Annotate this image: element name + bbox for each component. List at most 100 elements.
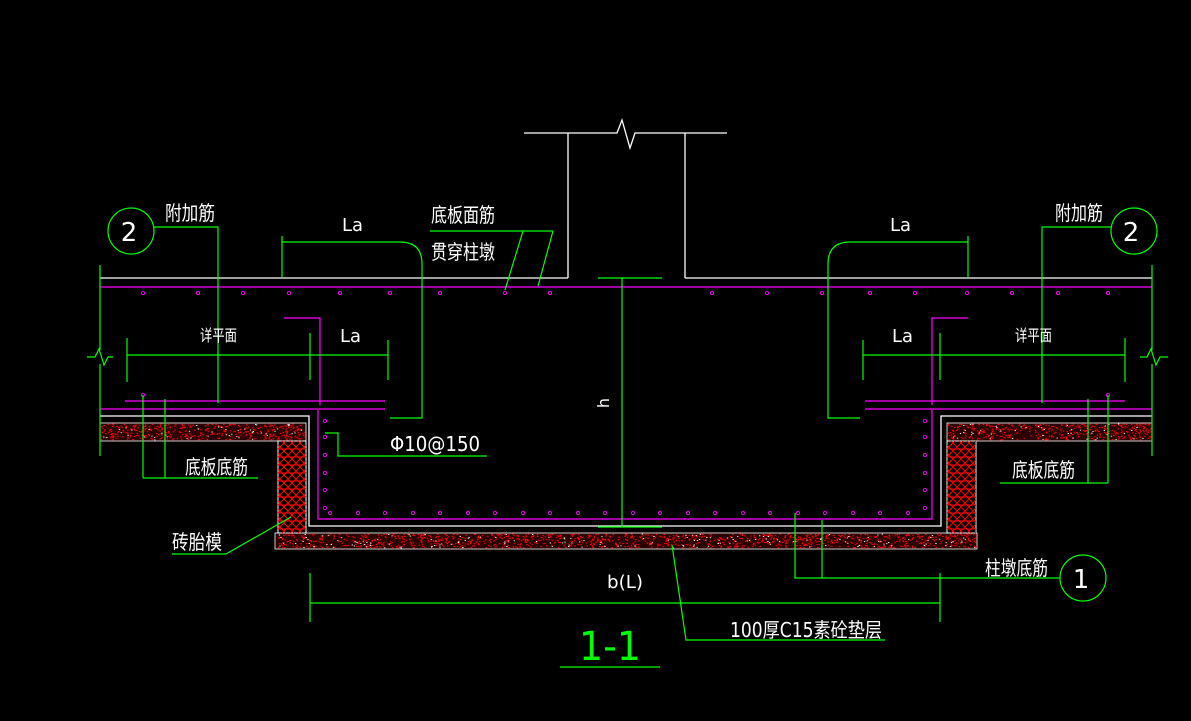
rebar-section-dot: [195, 290, 201, 296]
rebar-section-dot: [492, 510, 498, 516]
rebar-section-dot: [322, 470, 328, 476]
additional-bar-left: [284, 317, 321, 405]
callout-bubble-1: [1059, 554, 1107, 602]
rebar-section-dot: [437, 290, 443, 296]
rebar-section-dot: [240, 290, 246, 296]
callout-number-1: 1: [1073, 565, 1090, 595]
leader-additional-bar-right: [1041, 226, 1111, 403]
label-see-plan-left: 详平面: [200, 326, 237, 345]
rebar-section-dot: [867, 290, 873, 296]
blinding-right-speckle-light: [952, 423, 1144, 441]
rebar-section-dot: [322, 434, 328, 440]
label-brick-formwork: 砖胎模: [172, 530, 222, 554]
c15-blinding-layer: [99, 422, 1153, 550]
label-la-mid-left: La: [340, 326, 361, 347]
label-la-top-right: La: [890, 215, 911, 236]
break-line-left: [87, 265, 113, 456]
label-la-mid-right: La: [892, 326, 913, 347]
rebar-section-dot: [912, 290, 918, 296]
rebar-section-dot: [286, 290, 292, 296]
rebar-section-dot: [322, 487, 328, 493]
rebar-section-dot: [602, 510, 608, 516]
dim-see-plan-left: [126, 338, 310, 382]
callout-number-2-left: 2: [121, 218, 138, 248]
brick-formwork-left-hatch: [277, 440, 307, 534]
rebar-section-dot: [712, 510, 718, 516]
pier-bottom-bar: [317, 410, 933, 520]
rebar-section-dot: [819, 290, 825, 296]
leader-brick-formwork: [172, 516, 292, 555]
rebar-section-dot: [657, 510, 663, 516]
slab-and-pier-bottom-surface: [100, 415, 1152, 527]
blinding-right-speckle: [947, 423, 1153, 441]
rebar-section-dot: [767, 510, 773, 516]
rebar-section-dot: [922, 470, 928, 476]
label-additional-bar-right: 附加筋: [1055, 201, 1103, 225]
brick-formwork: [277, 440, 977, 534]
rebar-section-dot: [140, 290, 146, 296]
rebar-section-dot: [764, 290, 770, 296]
leader-stirrup: [325, 432, 487, 457]
rebar-section-dot: [355, 510, 361, 516]
rebar-section-dot: [685, 510, 691, 516]
rebar-section-dot: [322, 505, 328, 511]
rebar-section-dot: [337, 290, 343, 296]
blinding-left-speckle: [100, 423, 306, 441]
additional-bar-right: [931, 317, 968, 405]
rebar-section-dot: [327, 510, 333, 516]
label-la-top-left: La: [342, 215, 363, 236]
leader-slab-bottom-bar-right: [1000, 395, 1109, 484]
rebar-section-dot: [322, 452, 328, 458]
rebar-section-dot: [437, 510, 443, 516]
label-stirrup-spec: Φ10@150: [390, 432, 480, 456]
rebar-section-dot: [850, 510, 856, 516]
leader-blinding-layer: [671, 544, 885, 641]
rebar-section-dot: [465, 510, 471, 516]
leader-additional-bar-left: [154, 226, 219, 403]
label-width: b(L): [607, 572, 643, 593]
rebar-section-dot: [964, 290, 970, 296]
callout-number-2-right: 2: [1123, 218, 1140, 248]
rebar-section-dot: [922, 434, 928, 440]
rebar-section-dot: [575, 510, 581, 516]
reinforcement: [100, 286, 1152, 520]
rebar-section-dot: [822, 510, 828, 516]
label-additional-bar-left: 附加筋: [165, 201, 215, 225]
label-slab-top-bar-line2: 贯穿柱墩: [431, 240, 495, 264]
label-slab-bottom-bar-left: 底板底筋: [185, 455, 248, 479]
dim-la-mid-right: [862, 333, 941, 380]
blinding-under-pier-speckle: [277, 533, 978, 549]
rebar-section-dot: [387, 290, 393, 296]
brick-formwork-right: [946, 440, 977, 534]
dim-height: [598, 277, 662, 528]
rebar-section-dot: [382, 510, 388, 516]
rebar-section-dot: [905, 510, 911, 516]
dim-see-plan-right: [940, 338, 1126, 382]
rebar-section-dot: [795, 510, 801, 516]
label-slab-bottom-bar-right: 底板底筋: [1012, 458, 1075, 482]
break-line-right: [1140, 265, 1168, 456]
rebar-section-dots: [140, 290, 1111, 516]
rebar-section-dot: [922, 487, 928, 493]
section-title: 1-1: [579, 624, 641, 670]
leader-pier-bottom-bar: [794, 513, 1060, 579]
rebar-section-dot: [922, 452, 928, 458]
top-bar-anchor-left: [282, 241, 423, 419]
rebar-section-dot: [410, 510, 416, 516]
callout-bubble-2-right: [1110, 207, 1158, 255]
rebar-section-dot: [709, 290, 715, 296]
label-height: h: [594, 398, 613, 408]
rebar-section-dot: [502, 290, 508, 296]
blinding-under-pier: [274, 532, 978, 550]
dim-width: [309, 573, 941, 622]
annotation-text: 附加筋 附加筋 2 2 1 La La La La 底板面筋 贯穿柱墩 详平面 …: [121, 201, 1140, 670]
label-blinding-layer: 100厚C15素砼垫层: [730, 618, 882, 642]
annotations: [87, 207, 1168, 668]
brick-formwork-right-hatch: [946, 440, 977, 534]
rebar-section-dot: [877, 510, 883, 516]
rebar-section-dot: [1009, 290, 1015, 296]
rebar-section-dot: [547, 290, 553, 296]
blinding-under-pier-speckle-light: [278, 533, 976, 549]
rebar-section-dot: [547, 510, 553, 516]
